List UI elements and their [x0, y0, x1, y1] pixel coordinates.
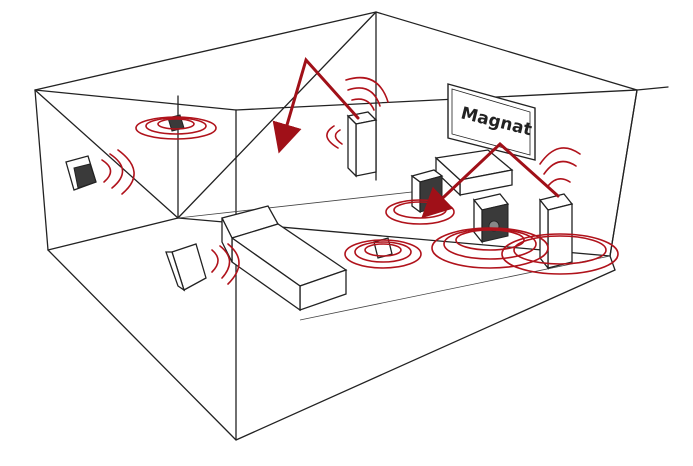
- speaker-front-left-tower: [346, 111, 378, 178]
- room-outline: [34, 11, 669, 441]
- speaker-rear-left: [165, 243, 207, 292]
- reflection-arrows: [272, 56, 560, 219]
- speaker-left-wall: [65, 155, 97, 191]
- tv-stand: [434, 149, 514, 197]
- sofa: [221, 205, 348, 312]
- sound-waves: [101, 76, 619, 285]
- subwoofer: [472, 193, 510, 244]
- tv-screen: Magnat: [447, 83, 536, 161]
- speaker-center: [410, 169, 444, 214]
- speaker-front-right-tower: [538, 193, 574, 270]
